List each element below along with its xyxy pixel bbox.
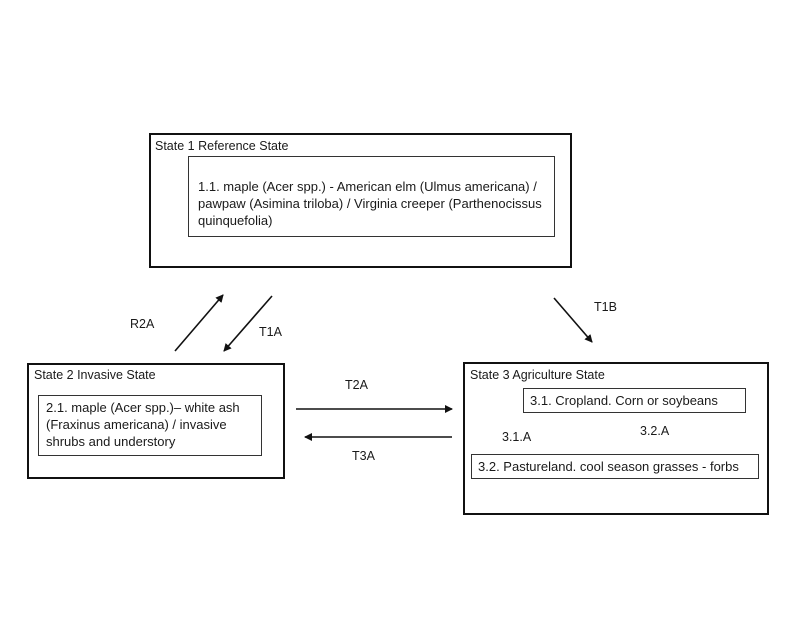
state-2-title: State 2 Invasive State bbox=[34, 368, 156, 382]
arrow-r2a bbox=[174, 294, 224, 352]
phase-2-1-text: 2.1. maple (Acer spp.)– white ash (Fraxi… bbox=[46, 400, 240, 449]
label-t2a: T2A bbox=[345, 378, 368, 392]
phase-3-2-text: 3.2. Pastureland. cool season grasses - … bbox=[478, 459, 739, 474]
arrow-t1a bbox=[223, 295, 273, 352]
phase-3-1-text: 3.1. Cropland. Corn or soybeans bbox=[530, 393, 718, 408]
state-3-title: State 3 Agriculture State bbox=[470, 368, 605, 382]
label-t3a: T3A bbox=[352, 449, 375, 463]
phase-3-1-box: 3.1. Cropland. Corn or soybeans bbox=[523, 388, 746, 413]
state-3-box bbox=[463, 362, 769, 515]
label-t1a: T1A bbox=[259, 325, 282, 339]
label-3-2-a: 3.2.A bbox=[640, 424, 670, 438]
label-r2a: R2A bbox=[130, 317, 155, 331]
state-1-title: State 1 Reference State bbox=[155, 139, 289, 153]
phase-2-1-box: 2.1. maple (Acer spp.)– white ash (Fraxi… bbox=[38, 395, 262, 456]
phase-3-2-box: 3.2. Pastureland. cool season grasses - … bbox=[471, 454, 759, 479]
label-t1b: T1B bbox=[594, 300, 617, 314]
phase-1-1-text: 1.1. maple (Acer spp.) - American elm (U… bbox=[198, 179, 542, 228]
label-3-1-a: 3.1.A bbox=[502, 430, 532, 444]
arrow-t1b bbox=[553, 297, 593, 343]
phase-1-1-box: 1.1. maple (Acer spp.) - American elm (U… bbox=[188, 156, 555, 237]
